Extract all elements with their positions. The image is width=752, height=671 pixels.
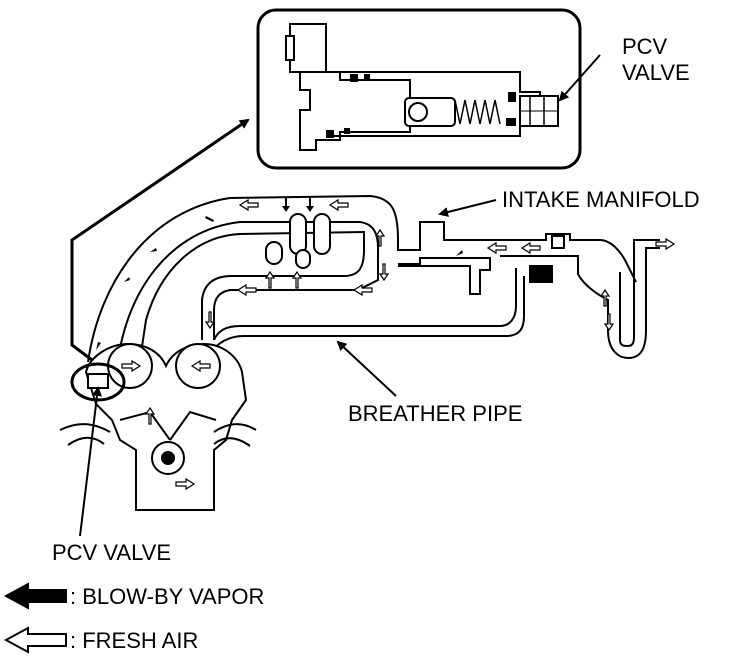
pcv-valve-top-label-line1: PCV [622, 34, 668, 59]
breather-pipe-leader [336, 340, 397, 397]
engine-block [59, 342, 257, 511]
pcv-valve-detail-inset [256, 8, 582, 170]
engine-arrows [121, 359, 211, 491]
blow-by-vapor-legend-label: : BLOW-BY VAPOR [70, 584, 264, 609]
intake-ports [265, 213, 565, 283]
fresh-air-legend-icon [3, 626, 67, 654]
intake-manifold-leader [438, 199, 497, 217]
fresh-air-arrows [117, 198, 676, 367]
pcv-valve-location-circle [70, 362, 126, 402]
pcv-valve-bottom-label: PCV VALVE [52, 540, 171, 565]
fresh-air-legend-label: : FRESH AIR [70, 628, 198, 653]
blow-by-arrows [96, 198, 463, 350]
blow-by-vapor-legend-icon [3, 582, 67, 610]
pcv-valve-bottom-leader [79, 386, 102, 537]
legend: : BLOW-BY VAPOR : FRESH AIR [3, 582, 264, 654]
inset-pointer-arrow [70, 118, 250, 362]
breather-pipe-label: BREATHER PIPE [348, 401, 522, 426]
intake-manifold-label: INTAKE MANIFOLD [502, 187, 700, 212]
intake-manifold-ducting [87, 194, 660, 363]
pcv-valve-top-label-line2: VALVE [622, 60, 690, 85]
pcv-valve-top-leader [558, 54, 601, 102]
pcv-valve-body [87, 373, 109, 389]
